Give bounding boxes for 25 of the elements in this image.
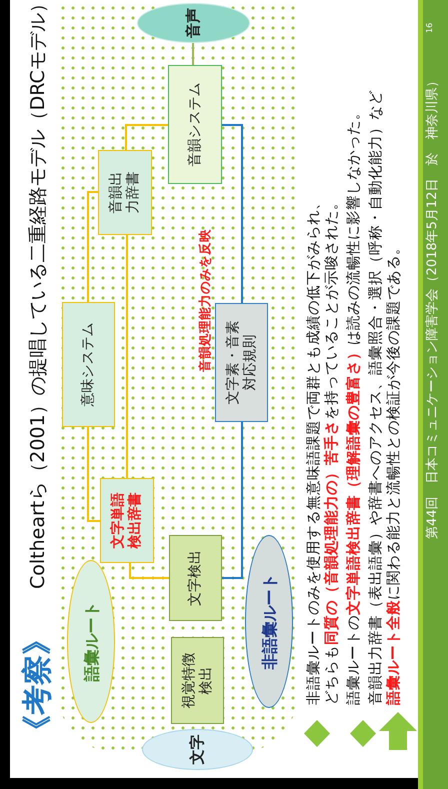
slide-title: 《考察》 [20, 625, 56, 745]
connector-line [192, 43, 194, 65]
process-box: 音韻システム [168, 65, 222, 184]
connector-line [87, 191, 98, 302]
connector-line [125, 124, 168, 150]
connector-line [222, 422, 243, 579]
footer-text: 第44回 日本コミュニケーション障害学会（2018年5月12日 於 神奈川県） [425, 74, 441, 539]
page-number: 16 [425, 22, 435, 33]
connector-line [126, 235, 128, 478]
process-box: 文字単語検出辞書 [100, 478, 154, 563]
ellipse-node: 音声 [137, 3, 250, 43]
bullet-text: 語彙ルートの文字単語検出辞書（理解語彙の豊富さ）は読みの流暢性に影響しなかった。 [345, 104, 363, 705]
connector-line [129, 563, 169, 579]
process-box: 文字検出 [169, 535, 222, 621]
ellipse-node: 非語彙ルート [245, 535, 293, 708]
connector-line [222, 124, 243, 303]
ellipse-node: 文字 [142, 729, 253, 770]
annotation-text: 音韻処理能力のみを反映 [197, 229, 213, 372]
subtitle: Coltheartら（2001）の提唱している二重経路モデル（DRCモデル） [26, 0, 50, 589]
process-box: 意味システム [62, 302, 115, 427]
process-box: 音韻出力辞書 [98, 150, 152, 235]
connector-line [87, 427, 100, 522]
process-box: 視覚特徴検出 [171, 637, 224, 724]
ellipse-node: 語彙ルート [67, 560, 115, 723]
process-box: 文字素・音素対応規則 [215, 303, 268, 422]
